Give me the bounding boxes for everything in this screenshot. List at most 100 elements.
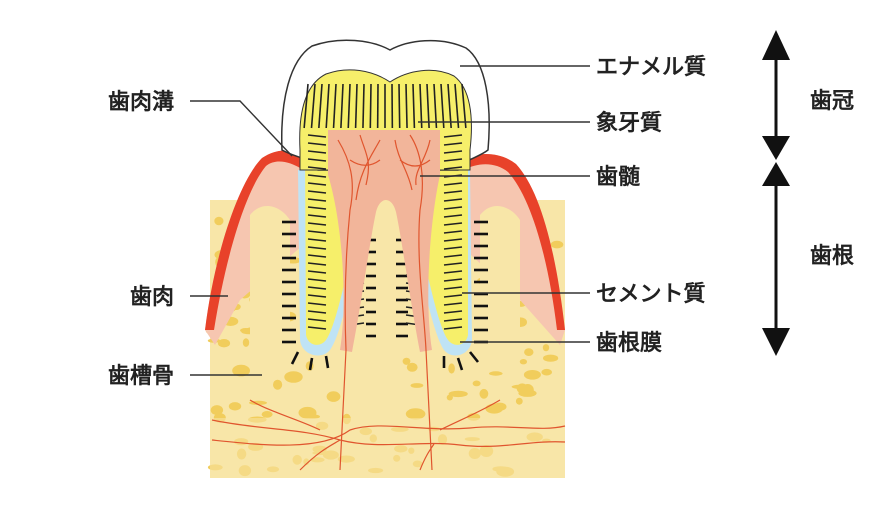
bone-spot bbox=[214, 216, 224, 226]
dentin-tubule bbox=[307, 206, 327, 210]
bone-spot bbox=[448, 390, 468, 398]
arrow-down-icon bbox=[762, 328, 790, 356]
dentin-tubule bbox=[307, 158, 327, 162]
label-gingival-sulcus: 歯肉溝 bbox=[108, 89, 174, 115]
dentin-tubule bbox=[303, 83, 309, 129]
dentin-tubule bbox=[443, 302, 463, 306]
dentin-tubule bbox=[307, 262, 327, 266]
dentin-tubule bbox=[307, 238, 327, 242]
label-root: 歯根 bbox=[810, 243, 854, 269]
dentin-tubule bbox=[307, 246, 327, 250]
label-alveolar-bone: 歯槽骨 bbox=[108, 363, 174, 389]
dentin-tubule bbox=[340, 83, 344, 129]
dentin-tubule bbox=[307, 310, 327, 314]
dentin-tubule bbox=[307, 326, 327, 330]
label-cementum: セメント質 bbox=[596, 282, 706, 307]
dentin-tubule bbox=[307, 150, 327, 154]
dentin-tubule bbox=[307, 270, 327, 274]
bone-spot bbox=[284, 371, 303, 383]
dentin-tubule bbox=[419, 83, 423, 129]
dentin-tubule bbox=[443, 310, 463, 314]
dentin-tubule bbox=[443, 206, 463, 210]
dentin-tubule bbox=[443, 278, 463, 282]
dentin-tubule bbox=[443, 230, 463, 234]
ligament-fiber bbox=[324, 355, 330, 369]
bone-spot bbox=[448, 363, 455, 374]
bone-spot bbox=[242, 338, 250, 347]
bone-spot bbox=[240, 328, 252, 333]
label-pulp: 歯髄 bbox=[596, 164, 640, 190]
dentin-tubule bbox=[369, 83, 372, 129]
dentin-tubule bbox=[347, 83, 351, 129]
bone-spot bbox=[326, 391, 341, 402]
bone-spot bbox=[210, 405, 224, 416]
bone-spot bbox=[524, 348, 534, 356]
bone-spot bbox=[217, 339, 231, 348]
bone-spot bbox=[479, 388, 489, 399]
dentin-tubule bbox=[354, 83, 358, 129]
dentin-tubule bbox=[443, 246, 463, 250]
dentin-tubule bbox=[398, 83, 401, 129]
dentin-tubule bbox=[362, 83, 365, 129]
dentin-tubule bbox=[454, 83, 460, 129]
bone-spot bbox=[489, 371, 503, 376]
dentin-tubule bbox=[443, 286, 463, 290]
arrow-down-icon bbox=[762, 136, 790, 160]
arrow-up-icon bbox=[762, 162, 790, 186]
bone-spot bbox=[232, 364, 251, 377]
dentin-tubule bbox=[307, 174, 327, 178]
dentin-tubule bbox=[443, 238, 463, 242]
bone-spot bbox=[519, 359, 528, 365]
dentin-tubule bbox=[307, 254, 327, 258]
leader-lines bbox=[190, 65, 590, 376]
label-dentin: 象牙質 bbox=[596, 110, 662, 136]
bone-spot bbox=[550, 240, 564, 249]
dentin-tubule bbox=[325, 83, 330, 129]
dentin-tubule bbox=[307, 230, 327, 234]
bone-spot bbox=[511, 384, 528, 389]
bone-spot bbox=[405, 408, 426, 420]
dentin-tubule bbox=[443, 262, 463, 266]
dentin-tubule bbox=[307, 166, 327, 170]
dentin-tubule bbox=[307, 198, 327, 202]
ligament-fiber bbox=[308, 357, 314, 371]
root-arrow bbox=[762, 162, 790, 356]
dentin-tubule bbox=[443, 294, 463, 298]
dentin-tubule bbox=[447, 83, 452, 129]
dentin-tubule bbox=[307, 222, 327, 226]
dentin-tubule bbox=[307, 294, 327, 298]
ligament-fiber bbox=[456, 357, 464, 371]
bone-spot bbox=[228, 402, 242, 411]
periodontal-ligament bbox=[282, 220, 488, 371]
bone-spot bbox=[515, 397, 523, 405]
dentin-tubule bbox=[307, 142, 327, 146]
dentin-tubule bbox=[443, 182, 463, 186]
dentin-tubule bbox=[443, 166, 463, 170]
bone-spot bbox=[518, 389, 537, 397]
dentin-tubule bbox=[443, 326, 463, 330]
label-enamel: エナメル質 bbox=[596, 55, 706, 80]
label-gingiva: 歯肉 bbox=[130, 284, 174, 310]
dentin-tubule bbox=[443, 222, 463, 226]
bone-spot bbox=[298, 406, 317, 419]
dentin-tubule bbox=[461, 83, 467, 129]
bone-spot bbox=[541, 368, 552, 376]
dentin-tubule bbox=[443, 318, 463, 322]
bone-spot bbox=[273, 379, 283, 390]
bone-spot bbox=[406, 362, 418, 372]
bone-spot bbox=[542, 344, 550, 352]
bone-spot bbox=[261, 411, 273, 418]
dentin-tubule bbox=[426, 83, 430, 129]
pulp bbox=[328, 130, 440, 352]
ligament-fiber bbox=[468, 351, 480, 363]
label-crown: 歯冠 bbox=[810, 88, 854, 114]
arrow-up-icon bbox=[762, 30, 790, 60]
bone-spot bbox=[543, 354, 559, 362]
dentin-tubule bbox=[443, 158, 463, 162]
dentin-tubule bbox=[443, 254, 463, 258]
bone-spot bbox=[523, 370, 541, 380]
bone-spot bbox=[472, 380, 481, 387]
dentin-tubule bbox=[307, 134, 327, 138]
crown-arrow bbox=[762, 30, 790, 160]
